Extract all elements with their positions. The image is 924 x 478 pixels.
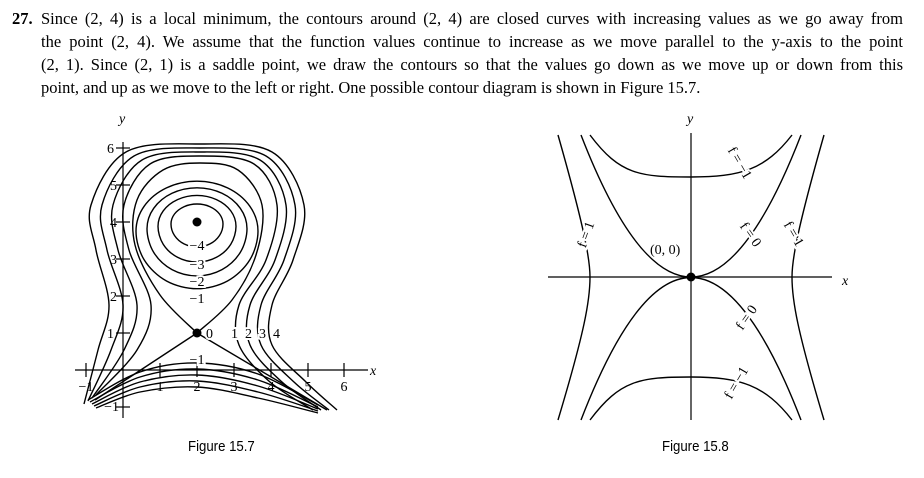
contour-label: f = 1: [575, 220, 598, 250]
contour-f-minus1-lower: [589, 376, 793, 421]
contour-closed-1: [170, 203, 224, 248]
problem-text-line: (2, 1). Since (2, 1) is a saddle point, …: [41, 55, 903, 74]
saddle-point: [686, 272, 696, 282]
contour-label: −1: [190, 292, 205, 307]
contour-label: −1: [190, 353, 205, 368]
axis-ticks: [85, 147, 345, 408]
x-tick-label: 1: [157, 380, 164, 395]
y-tick-label: 6: [107, 142, 114, 157]
x-tick-label: 4: [268, 380, 275, 395]
problem-text-line: Since (2, 4) is a local minimum, the con…: [41, 9, 903, 28]
contour-label: 4: [273, 327, 280, 342]
x-tick-label: 6: [341, 380, 348, 395]
contour-label: f = 0: [736, 220, 764, 250]
contour-label: −2: [190, 275, 205, 290]
contour-label: 2: [245, 327, 252, 342]
problem-text-line: point, and up as we move to the left or …: [41, 78, 701, 97]
contour-level-1: [95, 155, 314, 411]
origin-label: (0, 0): [650, 243, 681, 258]
contour-f-minus1-upper: [589, 134, 793, 178]
contour-curves: [83, 143, 338, 414]
contour-label: 0: [206, 327, 213, 342]
x-tick-label: 3: [231, 380, 238, 395]
figure-caption: Figure 15.8: [662, 438, 729, 455]
contour-label: 3: [259, 327, 266, 342]
y-tick-label: 1: [107, 327, 114, 342]
x-tick-label: −1: [79, 380, 94, 395]
y-tick-label: 5: [110, 179, 117, 194]
contour-level-3: [87, 147, 330, 411]
figure-15-7-contour-diagram: y x −1 1 2 3 4 5 6 6 5 4 3 2 1 −1 −4 −3 …: [75, 112, 377, 418]
y-axis-label: y: [685, 112, 694, 127]
y-tick-label: −1: [104, 400, 119, 415]
contour-f-1-right: [791, 134, 825, 421]
problem-number: 27.: [12, 9, 33, 28]
contour-label: −3: [190, 258, 205, 273]
contour-label: f = −1: [722, 365, 752, 402]
x-axis-label: x: [369, 364, 377, 379]
contour-label: 1: [231, 327, 238, 342]
x-axis-label: x: [841, 274, 849, 289]
contour-level-0-lower-left: [94, 332, 198, 401]
figure-caption: Figure 15.7: [188, 438, 255, 455]
contour-label: f = −1: [724, 145, 754, 182]
problem-text-line: the point (2, 4). We assume that the fun…: [41, 32, 903, 51]
y-tick-label: 2: [110, 290, 117, 305]
y-axis-label: y: [117, 112, 126, 127]
figure-15-8-contour-diagram: y x (0, 0) f = −1 f = 1 f = 0 f = 1 f = …: [548, 112, 849, 421]
contour-level-2: [91, 151, 322, 411]
contour-lower-4: [93, 380, 319, 412]
local-minimum-point: [192, 217, 202, 227]
contour-lower-5: [95, 386, 319, 414]
contour-level-0-loop: [132, 162, 264, 334]
y-tick-label: 3: [110, 253, 117, 268]
contour-closed-4: [135, 180, 259, 290]
saddle-point: [192, 328, 202, 338]
contour-closed-2: [157, 194, 237, 263]
contour-closed-3: [146, 187, 248, 277]
x-tick-label: 5: [305, 380, 312, 395]
contour-label: f = 1: [780, 219, 806, 250]
x-tick-label: 2: [194, 380, 201, 395]
contour-f-1-left: [557, 134, 591, 421]
contour-level-4: [83, 143, 338, 411]
contour-label: −4: [190, 239, 205, 254]
y-tick-label: 4: [110, 216, 117, 231]
